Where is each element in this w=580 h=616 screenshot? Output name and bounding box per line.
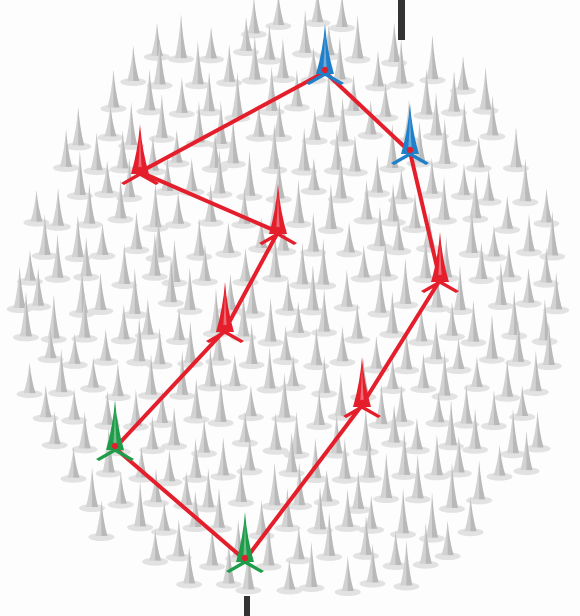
background-spike-field [7, 0, 570, 596]
background-spike [300, 212, 326, 256]
background-spike [177, 267, 203, 315]
background-spike [144, 23, 170, 61]
background-spike [379, 123, 405, 173]
background-spike [236, 151, 262, 201]
background-spike [105, 363, 131, 401]
background-spike [198, 27, 224, 63]
background-spike [72, 293, 98, 343]
background-spike [17, 363, 43, 398]
background-spike [257, 347, 283, 394]
background-spike [479, 315, 505, 364]
background-spike [41, 295, 67, 344]
background-spike [23, 190, 49, 226]
background-spike [45, 188, 71, 231]
background-spike [286, 526, 312, 564]
background-spike [356, 437, 382, 483]
background-spike [256, 25, 282, 65]
background-spike [100, 70, 126, 113]
background-spike [276, 559, 302, 594]
background-spike [466, 461, 492, 505]
background-spike [345, 15, 371, 63]
background-spike [298, 542, 324, 592]
background-spike [93, 329, 119, 366]
background-spike [476, 169, 502, 205]
background-spike [285, 180, 311, 228]
background-spike [533, 189, 559, 228]
background-spike [156, 450, 182, 487]
background-spike [505, 321, 531, 367]
background-spike [304, 0, 330, 27]
background-spike [165, 191, 191, 228]
background-spike [335, 556, 361, 596]
bottom-pointer-line [244, 596, 250, 616]
background-spike [168, 14, 194, 63]
background-spike [515, 268, 541, 307]
top-pointer-line [398, 0, 405, 40]
background-spike [365, 51, 391, 92]
red-spike-node [259, 184, 297, 245]
background-spike [258, 297, 284, 346]
background-spike [536, 323, 562, 370]
background-spike [65, 107, 91, 150]
background-spike [161, 239, 187, 287]
background-spike [419, 35, 445, 84]
background-spike [380, 358, 406, 394]
background-spike [265, 0, 291, 30]
background-spike [262, 463, 288, 511]
background-spike [120, 46, 146, 86]
background-spike [185, 41, 211, 89]
background-spike [392, 258, 418, 309]
background-spike [89, 223, 115, 260]
background-spike [364, 155, 390, 198]
background-spike [37, 328, 63, 363]
background-spike [329, 0, 355, 32]
background-spike [473, 67, 499, 115]
